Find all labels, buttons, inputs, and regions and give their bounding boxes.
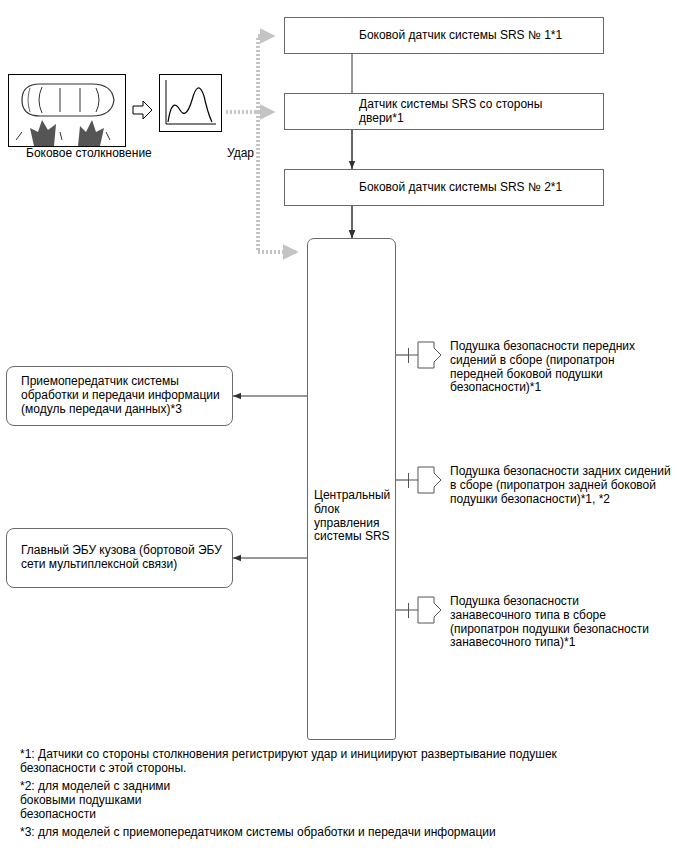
connector	[396, 610, 408, 611]
airbag-part: Подушка безопасности занавесочного типа …	[408, 593, 654, 667]
picture-caption: Боковое столкновение	[26, 147, 186, 161]
node-text: Центральный блок управления системы SRS	[314, 489, 392, 544]
node-text: Боковой датчик системы SRS № 2*1	[359, 181, 573, 195]
squib-symbol	[408, 463, 444, 503]
module-box: Приемопередатчик системы обработки и пер…	[6, 366, 233, 426]
node-text: Подушка безопасности передних сидений в …	[450, 340, 652, 395]
squib-outline	[409, 467, 442, 493]
sensor-box: Боковой датчик системы SRS № 2*1	[284, 169, 604, 206]
node-text: Датчик системы SRS со стороны двери*1	[359, 98, 573, 126]
flow-arrow	[133, 101, 152, 119]
squib-symbol	[408, 593, 444, 633]
squib-symbol	[408, 338, 444, 378]
ecu-box: Главный ЭБУ кузова (бортовой ЭБУ сети му…	[6, 528, 233, 588]
node-text: Боковой датчик системы SRS № 1*1	[359, 29, 573, 43]
node-text: Подушка безопасности занавесочного типа …	[450, 595, 652, 650]
impact-graph	[160, 75, 222, 132]
airbag-part: Подушка безопасности передних сидений в …	[408, 338, 654, 414]
squib-outline	[409, 342, 442, 368]
picture-caption: Удар	[227, 147, 277, 161]
connector	[352, 54, 353, 238]
crash-picture	[9, 75, 126, 147]
node-text: Подушка безопасности задних сидений в сб…	[450, 465, 678, 506]
node-text: Главный ЭБУ кузова (бортовой ЭБУ сети му…	[21, 544, 228, 572]
control-unit: Центральный блок управления системы SRS	[307, 238, 396, 740]
impact-arrows	[226, 36, 297, 252]
sensor-box: Боковой датчик системы SRS № 1*1	[284, 17, 604, 54]
airbag-part: Подушка безопасности задних сидений в сб…	[408, 463, 680, 525]
connector	[233, 396, 307, 397]
footnote: *3: для моделей с приемопередатчиком сис…	[20, 826, 660, 840]
footnote: *2: для моделей с задними боковыми подуш…	[20, 780, 200, 821]
connector	[233, 558, 307, 559]
node-text: Приемопередатчик системы обработки и пер…	[21, 375, 228, 416]
connector	[396, 355, 408, 356]
footnote: *1: Датчики со стороны столкновения реги…	[20, 748, 600, 776]
connector	[396, 480, 408, 481]
squib-outline	[409, 597, 442, 623]
sensor-box: Датчик системы SRS со стороны двери*1	[284, 93, 604, 130]
